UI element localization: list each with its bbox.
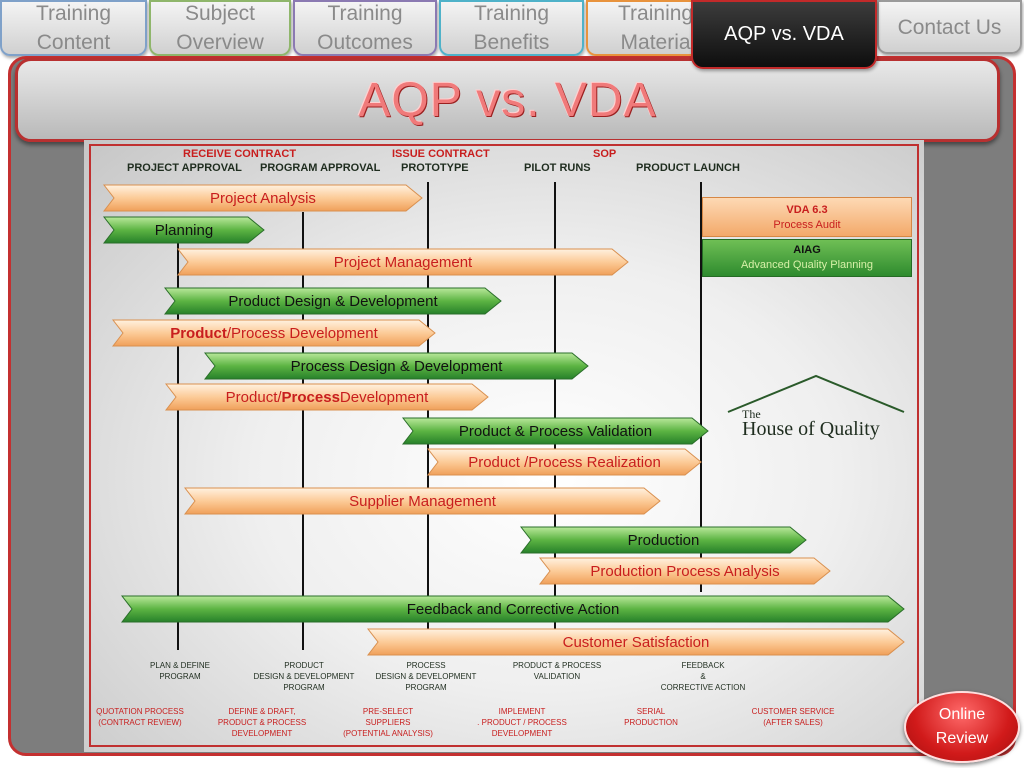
aiag-subtitle: Advanced Quality Planning (740, 259, 874, 271)
phase-label: FEEDBACK & CORRECTIVE ACTION (660, 661, 746, 692)
house-of-quality-the: The (742, 407, 761, 421)
vda-phase-label: PRE-SELECT SUPPLIERS (POTENTIAL ANALYSIS… (343, 707, 433, 738)
tab-training-materials[interactable]: Training Materia (586, 0, 706, 56)
phase-label: PRODUCT & PROCESS VALIDATION (512, 661, 602, 681)
tab-label: Training Benefits (473, 2, 550, 54)
vda-phase-label: IMPLEMENT . PRODUCT / PROCESS DEVELOPMEN… (477, 707, 567, 738)
milestone-line (177, 240, 179, 650)
milestone-project-approval: PROJECT APPROVAL (127, 162, 242, 174)
online-review-label: Online Review (935, 706, 989, 747)
milestone-prototype: PROTOTYPE (401, 162, 469, 174)
tab-subject-overview[interactable]: Subject Overview (149, 0, 291, 56)
vda-title: VDA 6.3 (786, 204, 828, 216)
online-review-button[interactable]: Online Review (904, 691, 1020, 763)
process-bar-arrow (163, 287, 502, 315)
milestone-line (302, 212, 304, 650)
process-bar-arrow (538, 557, 831, 585)
vda-subtitle: Process Audit (773, 219, 841, 231)
house-of-quality-name: House of Quality (742, 418, 880, 440)
process-bar-arrow (203, 352, 589, 380)
process-bar-arrow (102, 216, 265, 244)
phase-label: PROCESS DESIGN & DEVELOPMENT PROGRAM (375, 661, 477, 692)
milestone-receive-contract: RECEIVE CONTRACT (183, 148, 297, 160)
vda-phase-label: DEFINE & DRAFT, PRODUCT & PROCESS DEVELO… (217, 707, 307, 738)
process-bar-arrow (111, 319, 436, 347)
milestone-program-approval: PROGRAM APPROVAL (260, 162, 381, 174)
vda-phase-label: CUSTOMER SERVICE (AFTER SALES) (751, 707, 835, 727)
milestone-sop: SOP (593, 148, 617, 160)
process-bar-arrow (164, 383, 489, 411)
tab-training-outcomes[interactable]: Training Outcomes (293, 0, 437, 56)
page-title: AQP vs. VDA (358, 73, 657, 127)
milestone-line (554, 182, 556, 650)
tab-aqp-vs-vda[interactable]: AQP vs. VDA (691, 0, 877, 69)
process-bar-arrow (366, 628, 905, 656)
tab-training-content[interactable]: Training Content (0, 0, 147, 56)
milestone-pilot-runs: PILOT RUNS (524, 162, 591, 174)
tab-contact-us[interactable]: Contact Us (877, 0, 1022, 54)
phase-label: PRODUCT DESIGN & DEVELOPMENT PROGRAM (253, 661, 355, 692)
process-bar-arrow (519, 526, 807, 554)
phase-label: PLAN & DEFINE PROGRAM (149, 661, 210, 681)
milestone-line (427, 182, 429, 650)
process-bar-arrow (183, 487, 661, 515)
process-bar-arrow (426, 448, 702, 476)
tab-label: Subject Overview (176, 2, 264, 54)
vda-box: VDA 6.3 Process Audit (702, 197, 912, 237)
process-bar-arrow (120, 595, 905, 623)
vda-phase-label: QUOTATION PROCESS (CONTRACT REVIEW) (96, 707, 184, 727)
tab-label: Training Materia (618, 2, 694, 54)
tab-label: AQP vs. VDA (724, 23, 844, 45)
house-roof-icon (727, 374, 905, 413)
tab-label: Training Content (35, 2, 112, 54)
aiag-box: AIAG Advanced Quality Planning (702, 239, 912, 277)
vda-phase-label: SERIAL PRODUCTION (624, 707, 678, 727)
milestone-product-launch: PRODUCT LAUNCH (636, 162, 740, 174)
top-navigation: Training Content Subject Overview Traini… (0, 0, 1024, 72)
process-bar-arrow (176, 248, 629, 276)
diagram-border (89, 144, 919, 747)
milestone-issue-contract: ISSUE CONTRACT (392, 148, 490, 160)
process-bar-arrow (401, 417, 709, 445)
milestone-line (700, 182, 702, 592)
aiag-title: AIAG (793, 244, 821, 256)
tab-training-benefits[interactable]: Training Benefits (439, 0, 584, 56)
tab-label: Contact Us (897, 15, 1002, 39)
tab-label: Training Outcomes (317, 2, 413, 54)
process-bar-arrow (102, 184, 423, 212)
